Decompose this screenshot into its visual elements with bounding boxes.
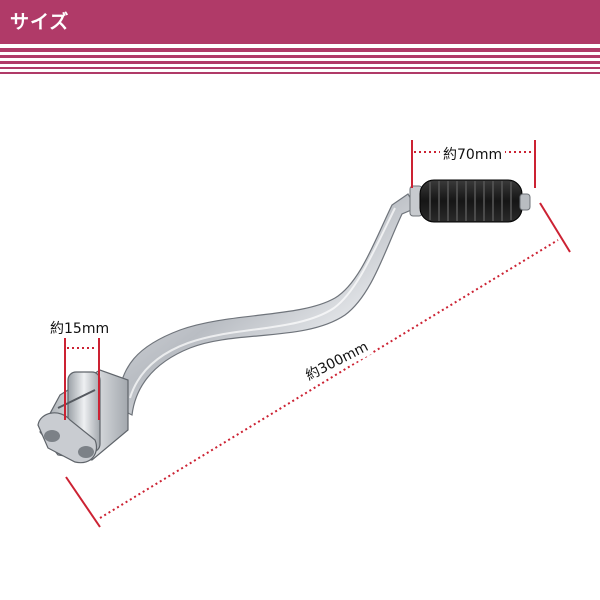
grip-width-dimension bbox=[411, 140, 536, 188]
rubber-grip bbox=[409, 179, 531, 223]
lever-arm bbox=[117, 193, 417, 416]
header-stripes bbox=[0, 44, 600, 84]
stripe-3 bbox=[0, 61, 600, 64]
stripe-5 bbox=[0, 72, 600, 74]
stripe-4 bbox=[0, 67, 600, 69]
stripe-1 bbox=[0, 48, 600, 52]
boss-width-label: 約15mm bbox=[50, 318, 110, 338]
grip-width-label: 約70mm bbox=[440, 144, 506, 164]
boss-width-dimension bbox=[64, 338, 100, 420]
stripe-2 bbox=[0, 55, 600, 58]
total-length-dimension bbox=[65, 202, 571, 528]
clamp-boss bbox=[37, 369, 129, 464]
header-bar: サイズ bbox=[0, 0, 600, 44]
page-title: サイズ bbox=[10, 11, 70, 33]
